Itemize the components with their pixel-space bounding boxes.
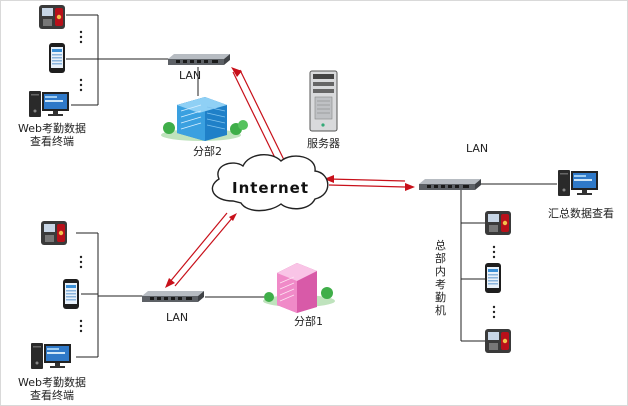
summary-view-label: 汇总数据查看 xyxy=(548,207,614,220)
internet-label: Internet xyxy=(232,179,310,197)
lan-label-bottom: LAN xyxy=(166,311,189,324)
attendance-device-icon xyxy=(41,221,67,245)
web-terminal-label-line2: 查看终端 xyxy=(30,389,74,402)
lan-label-right: LAN xyxy=(466,142,489,155)
internet-cloud-icon xyxy=(211,154,329,212)
computer-icon xyxy=(31,343,71,369)
server-icon xyxy=(309,70,338,132)
web-terminal-label-line2: 查看终端 xyxy=(30,135,74,148)
web-terminal-label-bottom: Web考勤数据 查看终端 xyxy=(13,376,91,402)
web-terminal-label-top: Web考勤数据 查看终端 xyxy=(13,122,91,148)
phone-icon xyxy=(485,263,501,293)
phone-icon xyxy=(49,43,65,73)
web-terminal-label-line1: Web考勤数据 xyxy=(18,122,86,135)
ellipsis-dots xyxy=(79,30,496,333)
branch1-building-icon xyxy=(263,263,335,313)
lan-switch-bottom xyxy=(142,291,204,302)
branch2-label: 分部2 xyxy=(193,145,222,158)
lan-switch-right xyxy=(419,179,481,190)
attendance-device-icon xyxy=(39,5,65,29)
computer-icon xyxy=(558,170,598,196)
lan-switch-top xyxy=(168,54,230,65)
server-label: 服务器 xyxy=(307,137,340,150)
hq-attendance-machines-label: 总部内考勤机 xyxy=(435,239,446,317)
web-terminal-label-line1: Web考勤数据 xyxy=(18,376,86,389)
attendance-device-icon xyxy=(485,329,511,353)
branch1-label: 分部1 xyxy=(294,315,323,328)
computer-icon xyxy=(29,91,69,117)
attendance-device-icon xyxy=(485,211,511,235)
branch2-building-icon xyxy=(161,97,248,141)
connection-lines xyxy=(66,14,557,358)
phone-icon xyxy=(63,279,79,309)
lan-label-top: LAN xyxy=(179,69,202,82)
